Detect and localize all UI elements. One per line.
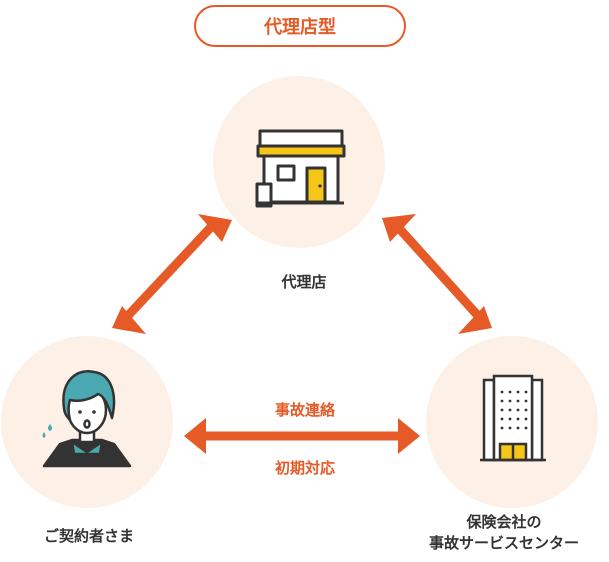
- insurer-label-line1: 保険会社の: [466, 513, 542, 531]
- initial-response-label: 初期対応: [274, 459, 335, 477]
- agency-label: 代理店: [281, 273, 327, 291]
- arrow-agency-customer: [112, 214, 232, 334]
- insurer-label-line2: 事故サービスセンター: [428, 534, 579, 552]
- building-icon: [480, 374, 546, 462]
- arrow-customer-insurer: [184, 418, 420, 454]
- page-title: 代理店型: [194, 5, 406, 47]
- person-icon: [42, 370, 132, 468]
- accident-report-label: 事故連絡: [274, 401, 335, 419]
- customer-label: ご契約者さま: [43, 527, 134, 545]
- arrow-agency-insurer: [382, 214, 492, 334]
- insurer-label: 保険会社の 事故サービスセンター: [404, 512, 604, 554]
- shop-icon: [255, 129, 346, 208]
